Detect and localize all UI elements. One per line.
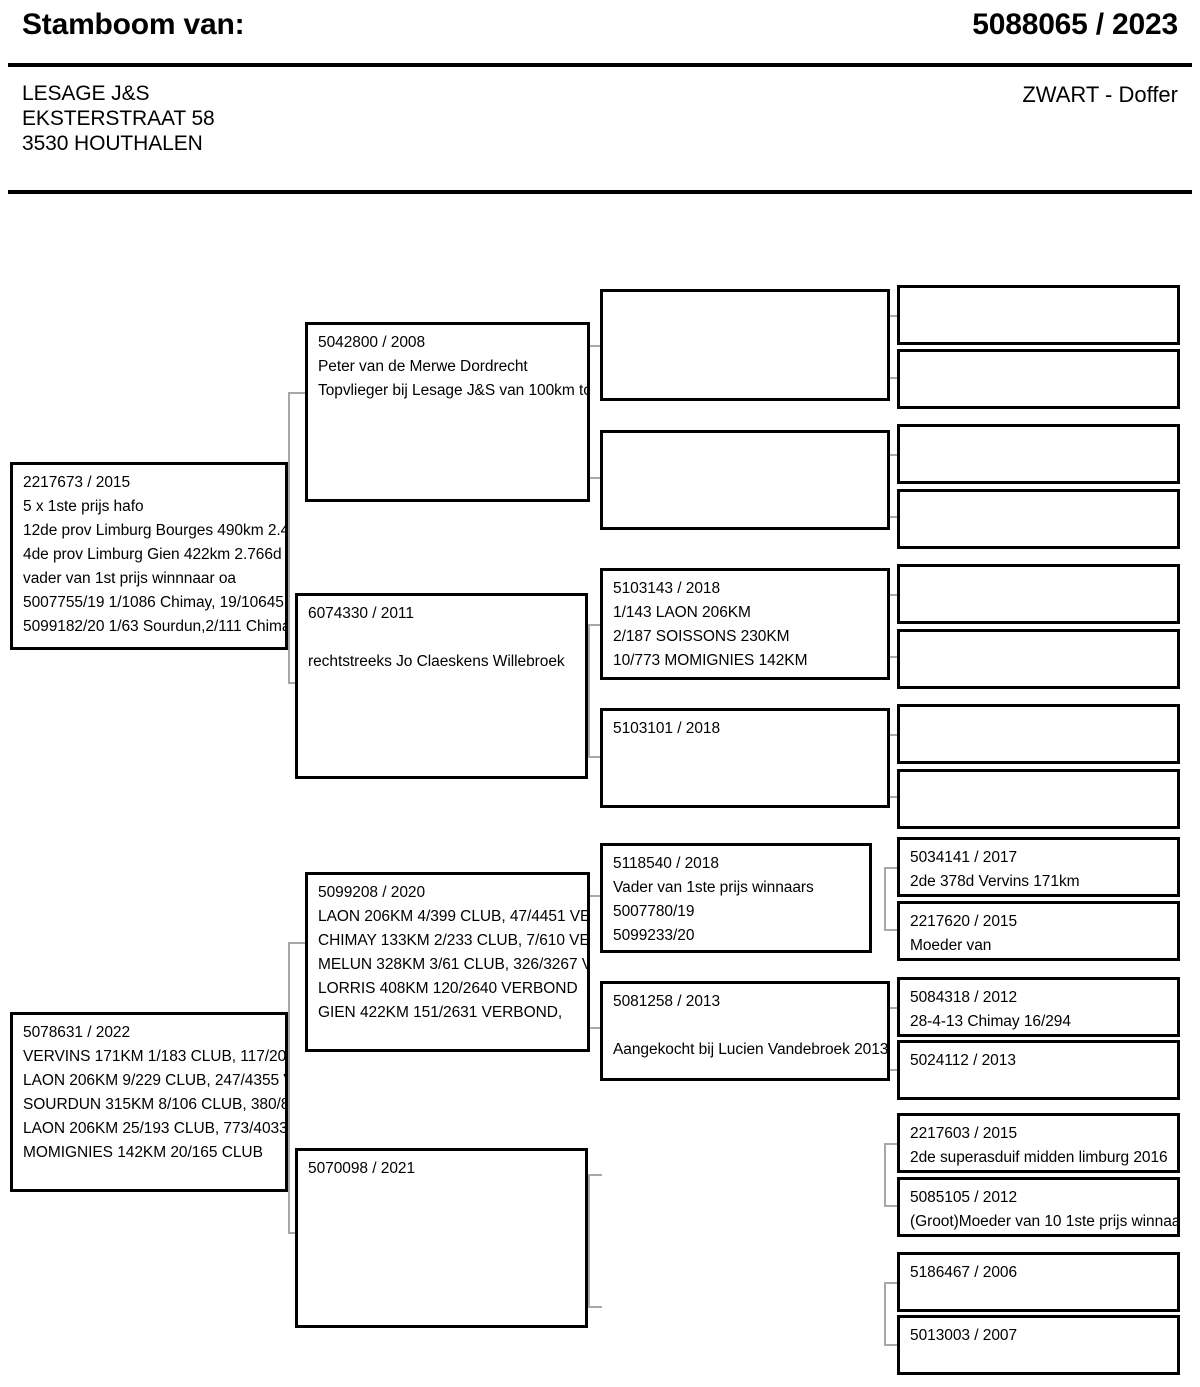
ring-number: 5088065 / 2023 <box>972 8 1178 41</box>
pedigree-ring-number: 5078631 / 2022 <box>23 1024 131 1041</box>
pedigree-ring-number: 5013003 / 2007 <box>910 1327 1018 1344</box>
pedigree-detail-line: 5099233/20 <box>613 927 695 944</box>
pedigree-box-g4-13[interactable]: 2217603 / 2015 2de superasduif midden lim… <box>897 1113 1180 1173</box>
pedigree-connector <box>884 1282 898 1346</box>
pedigree-ring-number: 2217603 / 2015 <box>910 1125 1018 1142</box>
pedigree-box-g4-3[interactable] <box>897 424 1180 484</box>
pedigree-detail-line: rechtstreeks Jo Claeskens Willebroek <box>308 653 565 670</box>
pedigree-connector <box>588 624 602 758</box>
pedigree-detail-line: LAON 206KM 25/193 CLUB, 773/4033 VERBOND <box>23 1120 288 1137</box>
pedigree-detail-line: MOMIGNIES 142KM 20/165 CLUB <box>23 1144 263 1161</box>
pedigree-box-g4-4[interactable] <box>897 489 1180 549</box>
pedigree-box-g4-6[interactable] <box>897 629 1180 689</box>
pedigree-box-g4-5[interactable] <box>897 564 1180 624</box>
pedigree-detail-line: Topvlieger bij Lesage J&S van 100km tot … <box>318 382 587 399</box>
pedigree-box-g1-father[interactable]: 2217673 / 2015 5 x 1ste prijs hafo 12de pr… <box>10 462 288 650</box>
pedigree-connector <box>588 1174 602 1308</box>
pedigree-detail-line: 2de 378d Vervins 171km <box>910 873 1080 890</box>
pedigree-detail-line: LORRIS 408KM 120/2640 VERBOND <box>318 980 578 997</box>
pedigree-connector <box>884 867 898 931</box>
pedigree-ring-number: 5186467 / 2006 <box>910 1264 1018 1281</box>
pedigree-ring-number: 5081258 / 2013 <box>613 993 721 1010</box>
pedigree-box-g3-1[interactable] <box>600 289 890 401</box>
pedigree-box-g4-16[interactable]: 5013003 / 2007 <box>897 1315 1180 1375</box>
pedigree-box-g4-2[interactable] <box>897 349 1180 409</box>
pedigree-box-g3-6[interactable]: 5081258 / 2013 Aangekocht bij Lucien Van… <box>600 981 890 1081</box>
pedigree-detail-line: 4de prov Limburg Gien 422km 2.766d <box>23 546 282 563</box>
pedigree-detail-line: 1/143 LAON 206KM <box>613 604 751 621</box>
pedigree-detail-line: LAON 206KM 4/399 CLUB, 47/4451 VERBOND <box>318 908 590 925</box>
pedigree-detail-line: 5 x 1ste prijs hafo <box>23 498 144 515</box>
pedigree-box-g3-4[interactable]: 5103101 / 2018 <box>600 708 890 808</box>
pedigree-box-g3-2[interactable] <box>600 430 890 530</box>
pedigree-detail-line: LAON 206KM 9/229 CLUB, 247/4355 VERBOND <box>23 1072 285 1089</box>
pedigree-ring-number: 5099208 / 2020 <box>318 884 426 901</box>
pedigree-detail-line: 12de prov Limburg Bourges 490km 2.433d <box>23 522 288 539</box>
pedigree-ring-number: 5070098 / 2021 <box>308 1160 416 1177</box>
pedigree-box-g3-3[interactable]: 5103143 / 2018 1/143 LAON 206KM 2/187 SOIS… <box>600 568 890 680</box>
pedigree-ring-number: 5034141 / 2017 <box>910 849 1018 866</box>
pedigree-detail-line: MELUN 328KM 3/61 CLUB, 326/3267 VERBOND <box>318 956 587 973</box>
pedigree-detail-line: Aangekocht bij Lucien Vandebroek 2013 <box>613 1041 889 1058</box>
pedigree-box-g4-15[interactable]: 5186467 / 2006 <box>897 1252 1180 1312</box>
pedigree-detail-line: 5099182/20 1/63 Sourdun,2/111 Chimay <box>23 618 288 635</box>
pedigree-box-g2-mm[interactable]: 5070098 / 2021 <box>295 1148 588 1328</box>
pedigree-detail-line: (Groot)Moeder van 10 1ste prijs winnaars <box>910 1213 1180 1230</box>
pedigree-detail-line: vader van 1st prijs winnnaar oa <box>23 570 236 587</box>
pedigree-detail-line: VERVINS 171KM 1/183 CLUB, 117/2019 VERBO… <box>23 1048 287 1065</box>
pedigree-detail-line: Vader van 1ste prijs winnaars <box>613 879 814 896</box>
pedigree-ring-number: 5042800 / 2008 <box>318 334 426 351</box>
pedigree-box-g4-12[interactable]: 5024112 / 2013 <box>897 1040 1180 1100</box>
pedigree-detail-line: 2de superasduif midden limburg 2016 <box>910 1149 1168 1166</box>
pedigree-detail-line: SOURDUN 315KM 8/106 CLUB, 380/8621 PROV <box>23 1096 285 1113</box>
pedigree-detail-line: 5007755/19 1/1086 Chimay, 19/10645 Melun… <box>23 594 285 611</box>
page-title: Stamboom van: <box>22 8 245 41</box>
pedigree-box-g4-9[interactable]: 5034141 / 2017 2de 378d Vervins 171km <box>897 837 1180 897</box>
pedigree-box-g2-fm[interactable]: 6074330 / 2011 rechtstreeks Jo Claeskens… <box>295 593 588 779</box>
pedigree-box-g4-1[interactable] <box>897 285 1180 345</box>
owner-street: EKSTERSTRAAT 58 <box>22 107 215 130</box>
pedigree-box-g4-14[interactable]: 5085105 / 2012 (Groot)Moeder van 10 1ste … <box>897 1177 1180 1237</box>
pedigree-box-g4-8[interactable] <box>897 769 1180 829</box>
pedigree-ring-number: 2217620 / 2015 <box>910 913 1018 930</box>
pedigree-connector <box>884 1143 898 1207</box>
pedigree-ring-number: 5103143 / 2018 <box>613 580 721 597</box>
pedigree-ring-number: 5084318 / 2012 <box>910 989 1018 1006</box>
pedigree-ring-number: 5118540 / 2018 <box>613 855 719 872</box>
pedigree-detail-line: Peter van de Merwe Dordrecht <box>318 358 528 375</box>
pedigree-detail-line: 10/773 MOMIGNIES 142KM <box>613 652 808 669</box>
pedigree-ring-number: 6074330 / 2011 <box>308 605 414 622</box>
owner-name: LESAGE J&S <box>22 82 150 105</box>
pedigree-box-g4-7[interactable] <box>897 704 1180 764</box>
header-divider-top <box>8 63 1192 67</box>
pedigree-detail-line: 5007780/19 <box>613 903 695 920</box>
pedigree-detail-line: CHIMAY 133KM 2/233 CLUB, 7/610 VERBOND <box>318 932 590 949</box>
pedigree-ring-number: 5085105 / 2012 <box>910 1189 1018 1206</box>
owner-address: LESAGE J&S EKSTERSTRAAT 58 3530 HOUTHALE… <box>22 81 215 156</box>
sex-color-label: ZWART - Doffer <box>1022 82 1178 107</box>
pedigree-ring-number: 2217673 / 2015 <box>23 474 131 491</box>
owner-city: 3530 HOUTHALEN <box>22 132 203 155</box>
pedigree-ring-number: 5024112 / 2013 <box>910 1052 1016 1069</box>
pedigree-detail-line: GIEN 422KM 151/2631 VERBOND, <box>318 1004 563 1021</box>
pedigree-detail-line: 2/187 SOISSONS 230KM <box>613 628 790 645</box>
header-divider-bottom <box>8 190 1192 194</box>
pedigree-ring-number: 5103101 / 2018 <box>613 720 721 737</box>
pedigree-detail-line: Moeder van <box>910 937 992 954</box>
pedigree-detail-line: 28-4-13 Chimay 16/294 <box>910 1013 1071 1030</box>
pedigree-box-g4-11[interactable]: 5084318 / 2012 28-4-13 Chimay 16/294 <box>897 977 1180 1037</box>
